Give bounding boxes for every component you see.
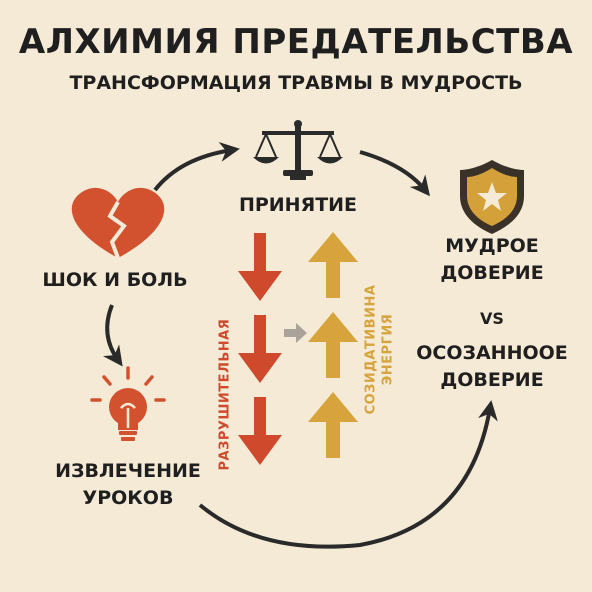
versus-label: VS (480, 309, 504, 328)
arrow-acceptance-to-trust (359, 150, 431, 197)
destructive-arrows (238, 233, 282, 465)
scales-icon (253, 120, 343, 180)
page-title: АЛХИМИЯ ПРЕДАТЕЛЬСТВА (18, 22, 574, 62)
arrow-shock-to-acceptance (153, 141, 240, 192)
node-conscious-trust-line2: ДОВЕРИE (440, 369, 544, 391)
transfer-arrow (284, 323, 307, 343)
down-arrow-3 (238, 397, 282, 465)
node-conscious-trust-line1: ОСОЗАННООЕ (416, 342, 568, 364)
arrow-shock-to-lessons (102, 304, 123, 367)
creative-arrows (308, 232, 358, 458)
node-lessons-line1: ИЗВЛЕЧЕНИЕ (55, 460, 201, 482)
lightbulb-icon (90, 366, 166, 441)
node-conscious-trust-label: ОСОЗАННООЕ ДОВЕРИE (402, 340, 582, 394)
arrow-lessons-to-trust (198, 400, 498, 549)
down-arrow-1 (238, 233, 282, 301)
down-arrow-2 (238, 315, 282, 383)
page-subtitle: ТРАНСФОРМАЦИЯ ТРАВМЫ В МУДРОСТЬ (69, 72, 523, 94)
node-wise-trust-line2: ДОВЕРИЕ (440, 262, 544, 284)
node-acceptance-label: ПРИНЯТИЕ (238, 194, 358, 216)
creative-energy-label-line2: ЭНЕРГИЯ (380, 313, 396, 386)
node-lessons-line2: УРОКОВ (82, 487, 174, 509)
up-arrow-2 (308, 312, 358, 378)
shield-star-icon (460, 160, 524, 234)
destructive-energy-label: РАЗРУШИТЕЛЬНАЯ (217, 318, 233, 471)
up-arrow-3 (308, 392, 358, 458)
node-shock-label: ШОК И БОЛЬ (42, 269, 188, 291)
node-wise-trust-label: МУДРОЕ ДОВЕРИЕ (412, 233, 572, 287)
creative-energy-label-line1: СОЗИДАТИВИНА (363, 284, 379, 415)
node-lessons-label: ИЗВЛЕЧЕНИЕ УРОКОВ (40, 458, 216, 512)
up-arrow-1 (308, 232, 358, 298)
broken-heart-icon (71, 187, 165, 259)
node-wise-trust-line1: МУДРОЕ (445, 235, 539, 257)
